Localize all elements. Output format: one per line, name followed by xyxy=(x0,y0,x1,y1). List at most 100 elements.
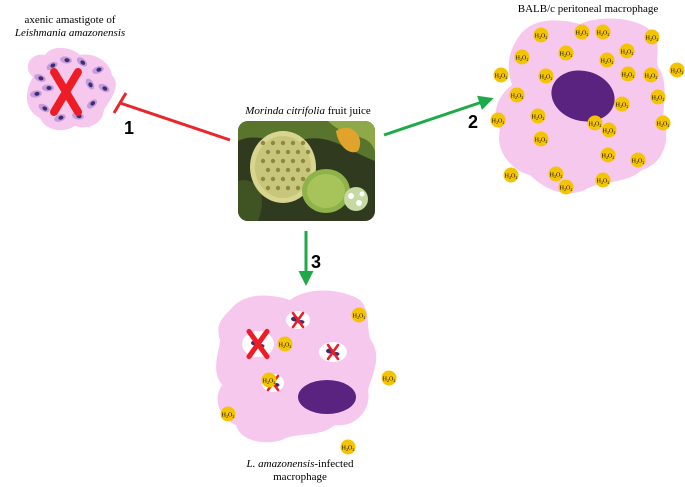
parasitophorous-vacuole xyxy=(242,328,274,360)
parasitophorous-vacuole xyxy=(286,311,310,329)
svg-text:H2O2: H2O2 xyxy=(632,159,645,166)
h2o2-molecule-icon: H2O2 xyxy=(538,68,554,84)
h2o2-molecule-icon: H2O2 xyxy=(548,166,564,182)
amastigote-label: axenic amastigote of Leishmania amazonen… xyxy=(6,14,134,40)
svg-text:H2O2: H2O2 xyxy=(671,69,684,76)
svg-text:H2O2: H2O2 xyxy=(516,56,529,63)
svg-text:H2O2: H2O2 xyxy=(532,115,545,122)
h2o2-molecule-icon: H2O2 xyxy=(558,45,574,61)
svg-text:H2O2: H2O2 xyxy=(353,314,366,321)
parasite-icon xyxy=(54,114,66,122)
cross-icon xyxy=(291,311,305,329)
h2o2-molecule-icon: H2O2 xyxy=(490,112,506,128)
infected-species: L. amazonensis xyxy=(246,458,315,470)
svg-text:H2O2: H2O2 xyxy=(540,75,553,82)
svg-text:H2O2: H2O2 xyxy=(645,74,658,81)
h2o2-molecule-icon: H2O2 xyxy=(650,89,666,105)
h2o2-molecule-icon: H2O2 xyxy=(619,43,635,59)
h2o2-molecule-icon: H2O2 xyxy=(509,87,525,103)
svg-text:H2O2: H2O2 xyxy=(492,119,505,126)
amastigote-label-line2: Leishmania amazonensis xyxy=(14,27,126,39)
h2o2-molecule-icon: H2O2 xyxy=(643,67,659,83)
svg-text:H2O2: H2O2 xyxy=(560,186,573,193)
h2o2-molecule-icon: H2O2 xyxy=(574,24,590,40)
h2o2-molecule-icon: H2O2 xyxy=(530,108,546,124)
svg-text:H2O2: H2O2 xyxy=(495,74,508,81)
fruit-photo xyxy=(238,121,375,221)
h2o2-molecule-icon: H2O2 xyxy=(514,49,530,65)
h2o2-molecule-icon: H2O2 xyxy=(595,24,611,40)
h2o2-molecule-icon: H2O2 xyxy=(614,96,630,112)
infected-suffix: -infected xyxy=(314,458,354,470)
svg-text:H2O2: H2O2 xyxy=(616,103,629,110)
h2o2-molecule-icon: H2O2 xyxy=(644,29,660,45)
parasite-icon xyxy=(92,66,104,74)
step-number-1: 1 xyxy=(124,118,135,138)
parasite-icon xyxy=(86,99,98,109)
svg-text:H2O2: H2O2 xyxy=(576,31,589,38)
h2o2-molecule-icon: H2O2 xyxy=(277,336,293,352)
parasite-icon xyxy=(38,103,50,113)
h2o2-molecule-icon: H2O2 xyxy=(599,52,615,68)
infected-macrophage-nucleus xyxy=(298,380,356,414)
h2o2-molecule-icon: H2O2 xyxy=(381,370,397,386)
h2o2-molecule-icon: H2O2 xyxy=(533,27,549,43)
h2o2-molecule-icon: H2O2 xyxy=(493,67,509,83)
step-number-2: 2 xyxy=(468,112,479,132)
parasites xyxy=(30,56,110,122)
parasite-icon xyxy=(85,78,95,90)
h2o2-molecule-icon: H2O2 xyxy=(595,172,611,188)
vacuoles xyxy=(242,311,347,392)
amastigote-label-line1: axenic amastigote of xyxy=(24,14,116,26)
activation-arrow-icon-2 xyxy=(383,95,494,137)
cross-icon xyxy=(50,68,82,116)
h2o2-molecule-icon: H2O2 xyxy=(261,372,277,388)
svg-text:H2O2: H2O2 xyxy=(535,34,548,41)
h2o2-molecule-icon: H2O2 xyxy=(340,439,356,455)
svg-text:H2O2: H2O2 xyxy=(505,174,518,181)
macrophage-nucleus xyxy=(551,70,615,122)
h2o2-molecule-icon: H2O2 xyxy=(600,147,616,163)
inhibition-arrow-icon xyxy=(112,92,231,142)
parasite-icon xyxy=(98,83,110,93)
svg-text:H2O2: H2O2 xyxy=(279,343,292,350)
svg-text:H2O2: H2O2 xyxy=(342,446,355,453)
h2o2-molecule-icon: H2O2 xyxy=(587,115,603,131)
h2o2-molecule-icon: H2O2 xyxy=(620,66,636,82)
infected-label-line2: macrophage xyxy=(273,471,327,483)
svg-text:H2O2: H2O2 xyxy=(560,52,573,59)
infected-macrophage-label: L. amazonensis-infected macrophage xyxy=(215,458,385,484)
svg-text:H2O2: H2O2 xyxy=(657,122,670,129)
h2o2-molecule-icon: H2O2 xyxy=(558,179,574,195)
parasite-icon xyxy=(34,74,46,82)
parasitophorous-vacuole xyxy=(319,342,347,362)
parasite-icon xyxy=(30,90,42,98)
h2o2-molecule-icon: H2O2 xyxy=(601,122,617,138)
fruit-species: Morinda citrifolia xyxy=(245,105,325,117)
cross-icon xyxy=(246,328,270,360)
svg-text:H2O2: H2O2 xyxy=(383,377,396,384)
svg-text:H2O2: H2O2 xyxy=(603,129,616,136)
parasite-icon xyxy=(60,56,72,64)
macrophage-label: BALB/c peritoneal macrophage xyxy=(517,3,659,15)
step-number-3: 3 xyxy=(311,252,322,272)
svg-text:H2O2: H2O2 xyxy=(589,122,602,129)
svg-text:H2O2: H2O2 xyxy=(652,96,665,103)
svg-text:H2O2: H2O2 xyxy=(263,379,276,386)
svg-text:H2O2: H2O2 xyxy=(621,50,634,57)
fruit-juice-suffix: fruit juice xyxy=(324,105,371,117)
svg-text:H2O2: H2O2 xyxy=(597,179,610,186)
cross-icon xyxy=(326,343,340,361)
svg-text:H2O2: H2O2 xyxy=(535,138,548,145)
h2o2-molecule-icon: H2O2 xyxy=(220,406,236,422)
fruit-juice-label: Morinda citrifolia fruit juice xyxy=(228,105,388,118)
svg-text:H2O2: H2O2 xyxy=(511,94,524,101)
h2o2-molecule-icon: H2O2 xyxy=(503,167,519,183)
h2o2-molecule-icon: H2O2 xyxy=(533,131,549,147)
